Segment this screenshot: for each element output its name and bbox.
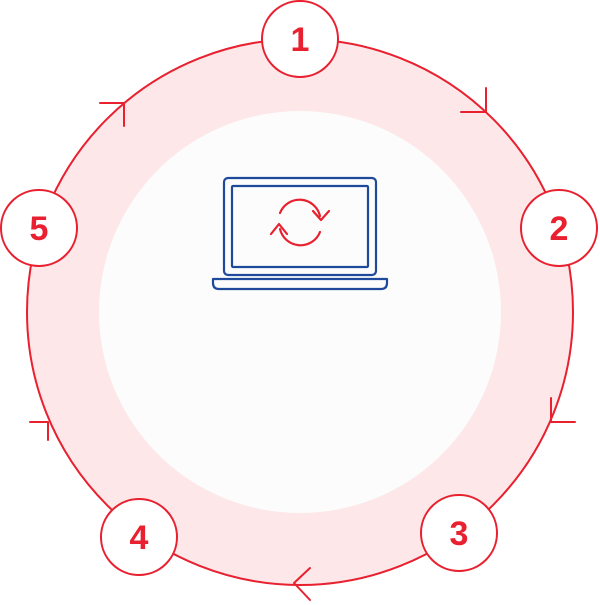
step-node-2: 2 <box>520 189 598 267</box>
flow-arrows <box>29 87 576 601</box>
arrow-2-to-3-icon <box>550 397 576 423</box>
cycle-inner-disc <box>99 111 501 513</box>
step-number: 4 <box>130 519 149 557</box>
laptop-lid <box>222 176 378 277</box>
laptop-screen <box>230 184 370 269</box>
arrow-1-to-2-icon <box>460 87 487 113</box>
step-node-1: 1 <box>261 0 339 78</box>
arrow-4-to-5-icon <box>29 421 49 441</box>
arrow-3-to-4-icon <box>293 567 311 601</box>
laptop-base <box>211 277 389 291</box>
step-number: 1 <box>291 21 310 59</box>
step-number: 2 <box>550 210 569 248</box>
sync-icon <box>269 198 331 247</box>
step-number: 3 <box>450 515 469 553</box>
step-node-3: 3 <box>420 494 498 572</box>
step-node-5: 5 <box>0 189 78 267</box>
arrow-5-to-1-icon <box>99 102 125 127</box>
step-node-4: 4 <box>100 498 178 576</box>
step-number: 5 <box>30 210 49 248</box>
laptop-sync-icon <box>211 176 389 291</box>
